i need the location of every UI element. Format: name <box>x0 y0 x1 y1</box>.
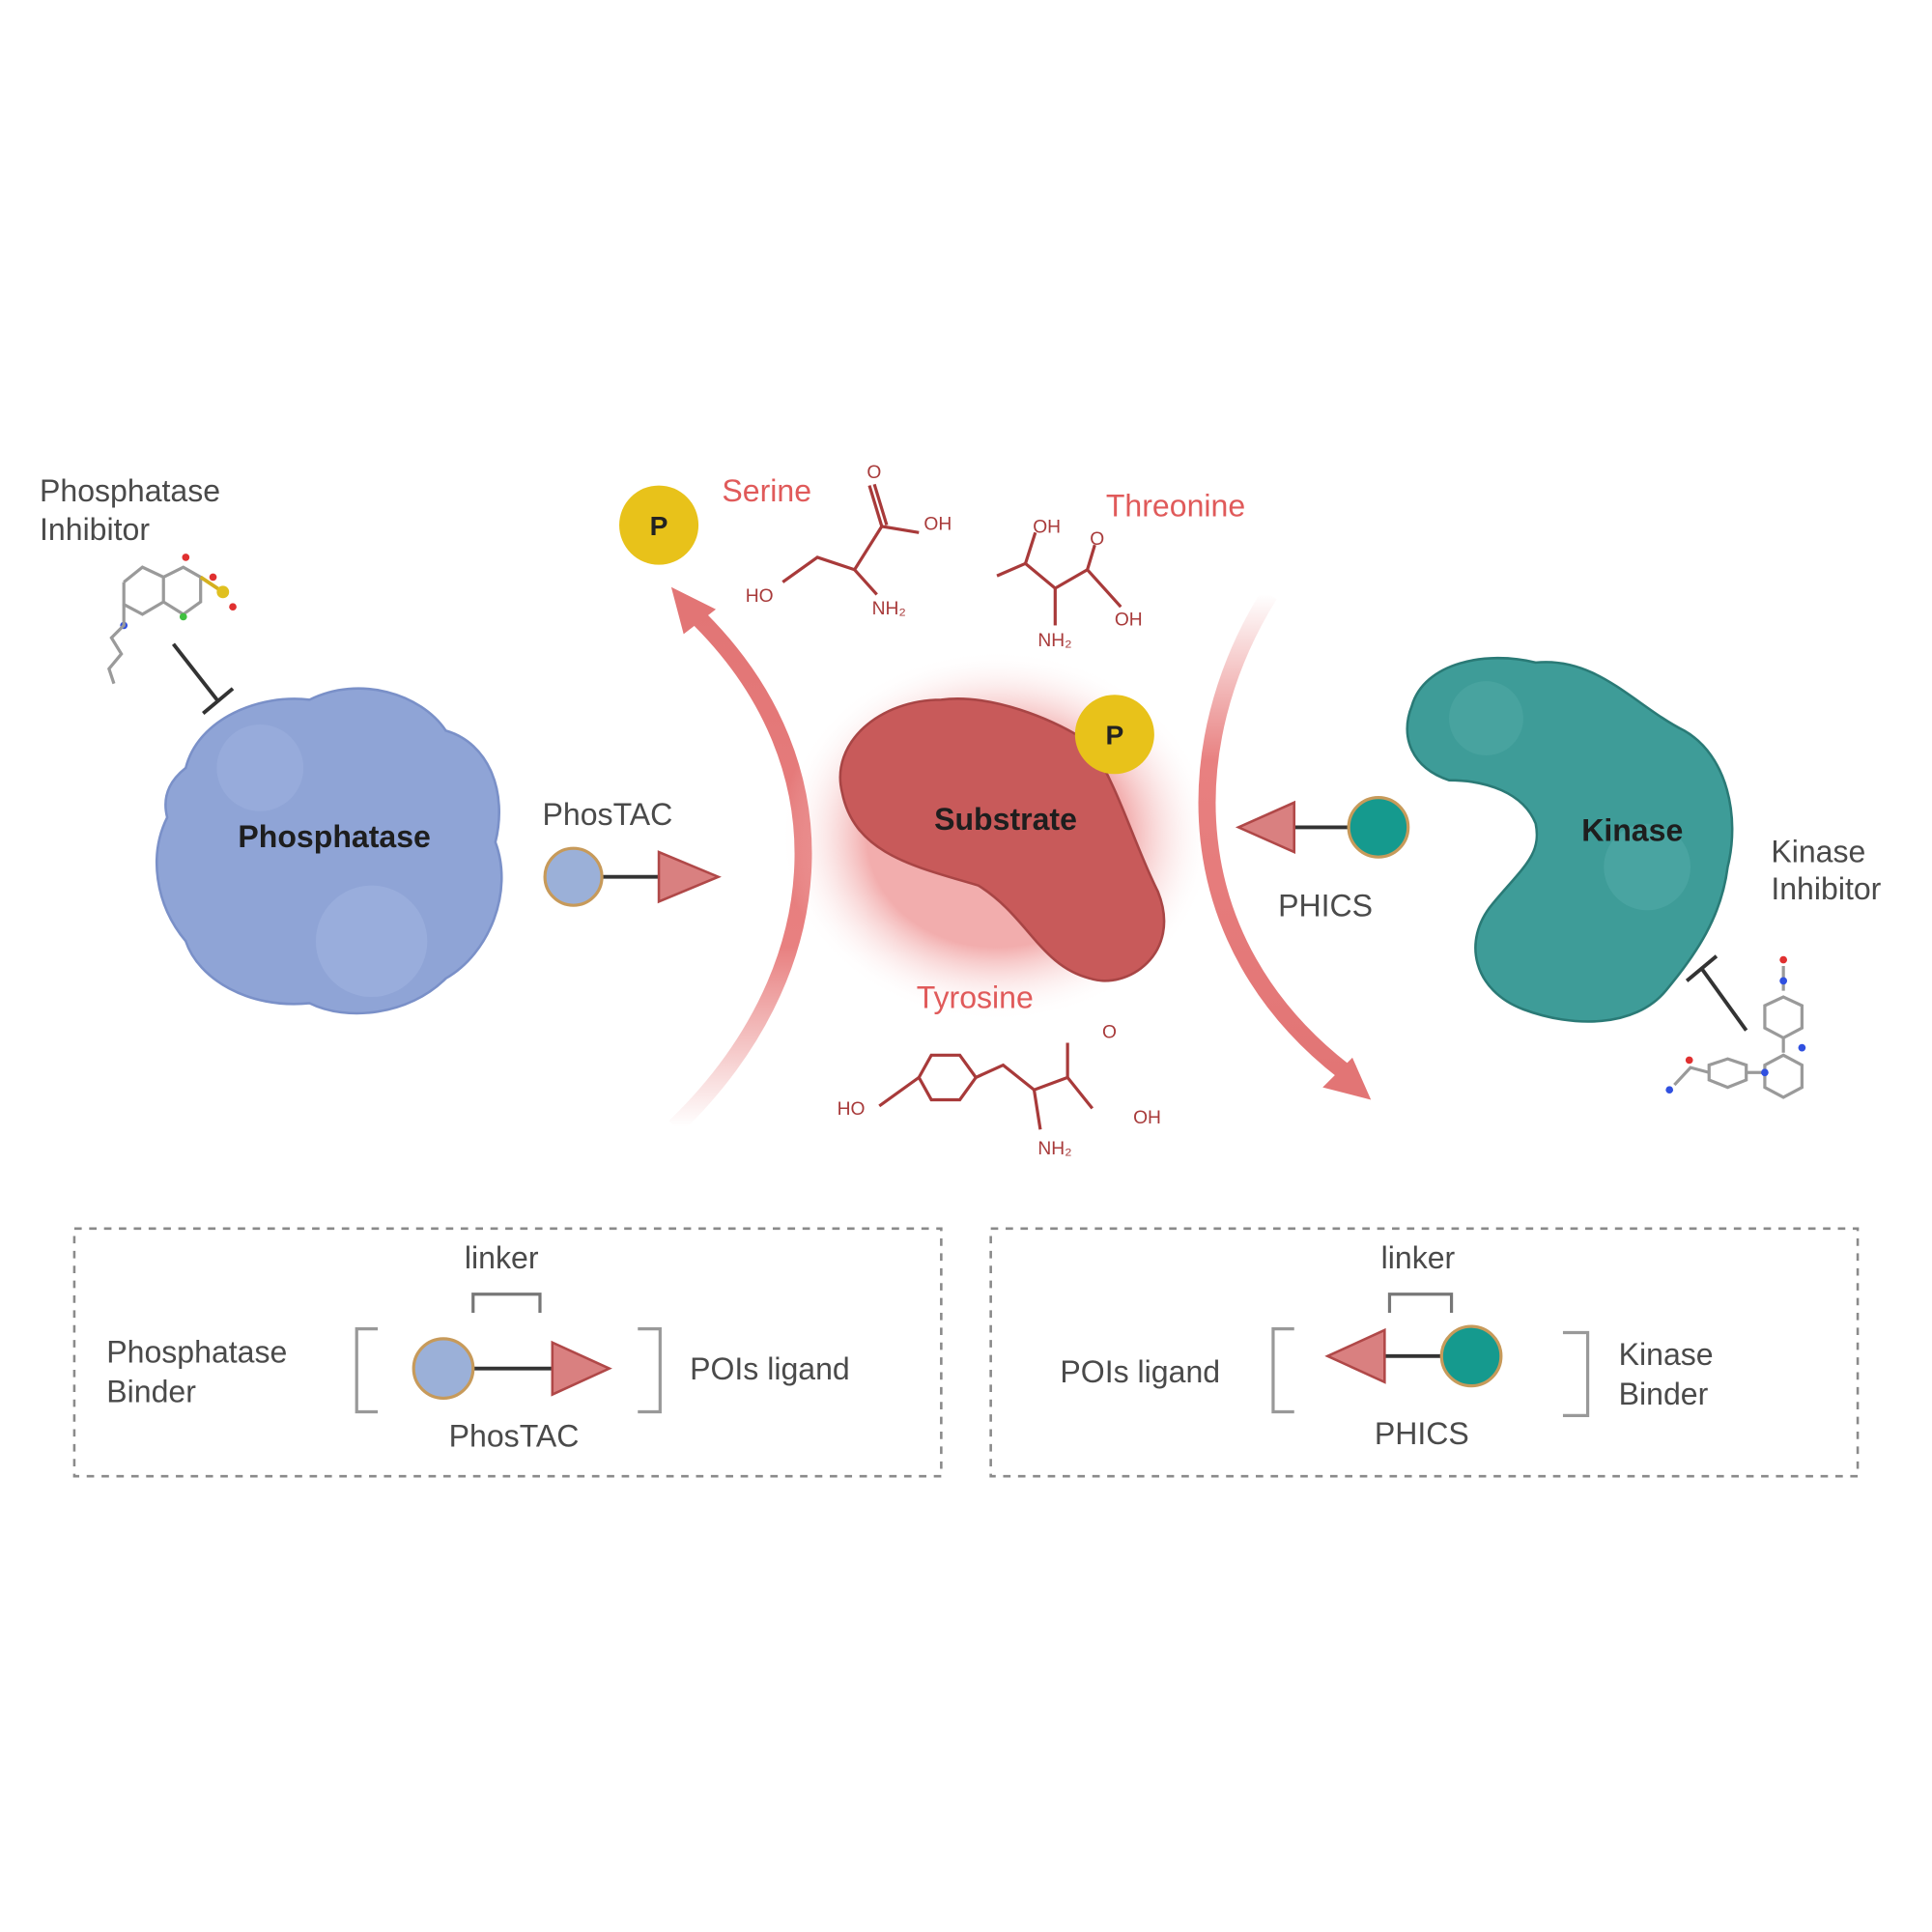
tyrosine-oh: OH <box>1133 1108 1161 1128</box>
phosphatase-protein <box>155 687 503 1015</box>
kinase-binder-label-1: Kinase <box>1619 1337 1714 1372</box>
pois-ligand-label: POIs ligand <box>1060 1354 1220 1389</box>
poi-ligand-icon <box>551 1340 612 1397</box>
phostac-label: PhosTAC <box>543 797 673 832</box>
phostac-legend-box: linker Phosphatase Binder PhosTAC POIs l… <box>72 1227 943 1478</box>
substrate-label: Substrate <box>934 802 1077 837</box>
phosphate-label: P <box>650 510 668 541</box>
threonine-structure-icon <box>996 531 1122 626</box>
linker-label: linker <box>1381 1240 1456 1275</box>
inhibition-bar <box>1685 954 1719 982</box>
threonine-o: O <box>1090 529 1104 550</box>
kinase-inhibitor-label-1: Kinase <box>1771 834 1865 868</box>
kinase-binder-icon <box>1439 1324 1503 1388</box>
serine-o: O <box>867 463 881 483</box>
pois-ligand-label: POIs ligand <box>690 1351 850 1386</box>
kinase-binder-label-2: Binder <box>1619 1377 1709 1411</box>
linker-bracket <box>471 1293 542 1313</box>
linker-label: linker <box>465 1240 539 1275</box>
serine-nh2: NH₂ <box>872 599 906 619</box>
phosphatase-binder-icon <box>412 1337 475 1401</box>
inhibition-line <box>1699 967 1748 1032</box>
phostac-molecule-icon <box>543 846 722 907</box>
tyrosine-ho: HO <box>838 1099 866 1120</box>
phosphatase-inhibitor-molecule-icon <box>107 554 237 685</box>
phostac-name: PhosTAC <box>449 1418 580 1453</box>
phosphorylation-arrow <box>1198 589 1372 1100</box>
kinase-label: Kinase <box>1581 813 1683 848</box>
phosphatase-binder-label-1: Phosphatase <box>106 1334 287 1369</box>
left-bracket <box>1271 1327 1294 1414</box>
inhibition-bar <box>202 687 235 715</box>
threonine-label: Threonine <box>1106 489 1245 524</box>
tyrosine-o: O <box>1102 1022 1117 1042</box>
tyrosine-structure-icon <box>878 1042 1094 1130</box>
phosphate-icon <box>1074 695 1154 775</box>
phics-molecule-icon <box>1235 796 1410 859</box>
phics-legend-box: linker POIs ligand PHICS Kinase Binder <box>989 1227 1860 1478</box>
threonine-oh-2: OH <box>1115 610 1143 630</box>
threonine-nh2: NH₂ <box>1037 631 1071 651</box>
kinase-inhibitor-label-2: Inhibitor <box>1771 871 1881 906</box>
serine-label: Serine <box>722 473 811 508</box>
kinase-protein <box>1406 656 1734 1023</box>
phics-name: PHICS <box>1375 1416 1469 1451</box>
serine-ho: HO <box>746 586 774 607</box>
kinase-inhibitor-molecule-icon <box>1665 955 1806 1099</box>
inhibition-line <box>171 642 220 702</box>
poi-ligand-icon <box>1324 1327 1386 1384</box>
phics-label: PHICS <box>1278 889 1373 923</box>
substrate-protein <box>780 650 1214 1022</box>
linker-bracket <box>1387 1293 1454 1313</box>
serine-structure-icon <box>781 483 920 596</box>
phosphate-icon <box>619 485 699 565</box>
threonine-oh-1: OH <box>1033 517 1061 537</box>
tyrosine-nh2: NH₂ <box>1037 1139 1071 1159</box>
right-bracket <box>638 1327 662 1414</box>
left-bracket <box>355 1327 379 1414</box>
phosphatase-binder-label-2: Binder <box>106 1374 196 1408</box>
phosphatase-inhibitor-label-1: Phosphatase <box>40 473 220 508</box>
right-bracket <box>1562 1330 1590 1417</box>
phosphatase-label: Phosphatase <box>238 819 430 854</box>
phosphatase-inhibitor-label-2: Inhibitor <box>40 512 150 547</box>
tyrosine-label: Tyrosine <box>917 980 1034 1015</box>
serine-oh: OH <box>923 515 952 535</box>
phosphate-label: P <box>1105 720 1123 751</box>
